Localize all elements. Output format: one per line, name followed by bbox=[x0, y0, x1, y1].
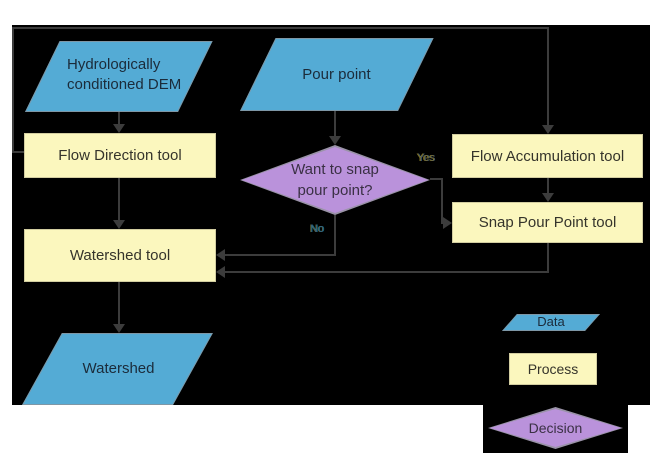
arrowhead-icon bbox=[113, 220, 125, 229]
edge-flowdir-flowacc bbox=[12, 151, 24, 153]
arrowhead-icon bbox=[443, 217, 452, 229]
legend-label: Data bbox=[537, 314, 565, 329]
edge-flowdir-flowacc bbox=[12, 27, 549, 29]
edge-snap-wstool bbox=[225, 271, 549, 273]
edge-flowdir-wstool bbox=[118, 178, 120, 220]
edge-decision-snap-yes bbox=[441, 178, 443, 224]
arrowhead-icon bbox=[542, 193, 554, 202]
edge-snap-wstool bbox=[547, 243, 549, 273]
edge-decision-wstool-no bbox=[225, 254, 336, 256]
arrowhead-icon bbox=[216, 266, 225, 278]
node-want-to-snap-decision: Want to snap pour point? bbox=[240, 145, 430, 215]
node-pour-point: Pour point bbox=[240, 38, 434, 111]
node-flow-accumulation-tool: Flow Accumulation tool bbox=[452, 134, 643, 178]
edge-label-yes: Yes bbox=[417, 152, 435, 164]
edge-wstool-watershed bbox=[118, 282, 120, 324]
node-flow-direction-tool: Flow Direction tool bbox=[24, 133, 216, 178]
node-watershed-output: Watershed bbox=[22, 333, 215, 405]
node-label: Watershed bbox=[82, 360, 155, 377]
edge-pour-decision bbox=[334, 111, 336, 136]
edge-decision-snap-yes bbox=[430, 178, 443, 180]
node-label: Hydrologically conditioned DEM bbox=[67, 55, 182, 93]
arrowhead-icon bbox=[329, 136, 341, 145]
edge-dem-flowdir bbox=[118, 112, 120, 125]
legend-label: Decision bbox=[528, 420, 583, 436]
edge-flowdir-flowacc bbox=[547, 27, 549, 126]
arrowhead-icon bbox=[542, 125, 554, 134]
node-hydrologically-conditioned-dem: Hydrologically conditioned DEM bbox=[25, 41, 213, 112]
node-label: Want to snap pour point? bbox=[291, 161, 379, 199]
arrowhead-icon bbox=[216, 249, 225, 261]
legend-item-decision: Decision bbox=[488, 407, 623, 449]
arrowhead-icon bbox=[113, 124, 125, 133]
node-watershed-tool: Watershed tool bbox=[24, 229, 216, 282]
node-label: Pour point bbox=[302, 65, 371, 83]
edge-flowdir-flowacc bbox=[12, 27, 14, 153]
legend-item-process: Process bbox=[509, 353, 597, 385]
edge-flowacc-snap bbox=[547, 178, 549, 194]
edge-decision-wstool-no bbox=[334, 215, 336, 256]
arrowhead-icon bbox=[113, 324, 125, 333]
node-snap-pour-point-tool: Snap Pour Point tool bbox=[452, 202, 643, 243]
legend-item-data: Data bbox=[502, 314, 600, 331]
edge-label-no: No bbox=[309, 223, 325, 235]
